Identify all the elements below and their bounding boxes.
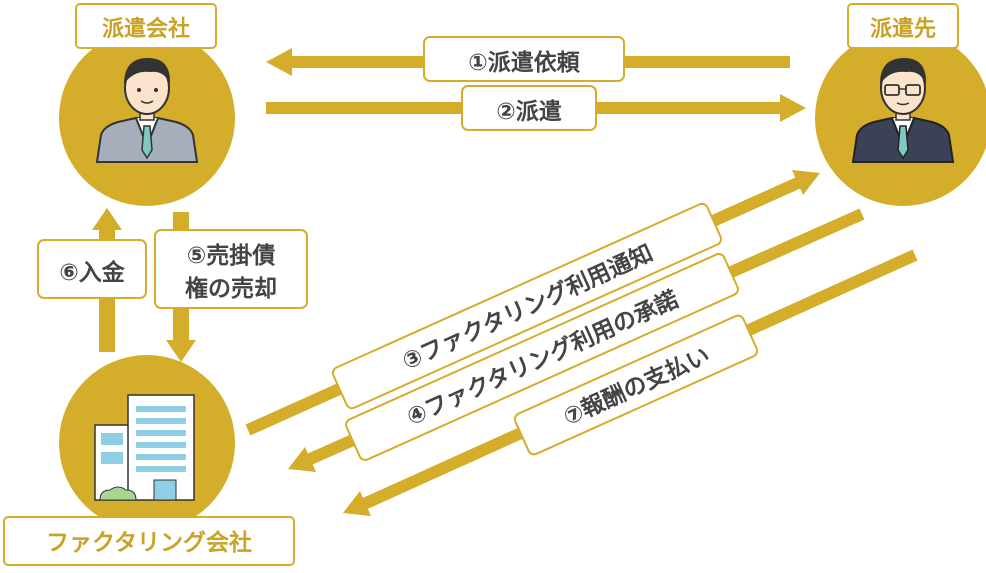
flow-5-receivable-sale: ⑤売掛債 権の売却 xyxy=(154,212,308,362)
flow-1-arrowhead xyxy=(266,48,292,76)
svg-text:派遣先: 派遣先 xyxy=(870,17,936,42)
factoring-company-label: ファクタリング会社 xyxy=(3,516,295,566)
flow-2-arrowhead xyxy=(780,94,806,122)
flow-7-arrowhead xyxy=(343,491,371,516)
flow-4-arrowhead xyxy=(288,447,316,472)
node-client xyxy=(815,30,986,206)
businessman-glasses-icon xyxy=(851,58,955,163)
node-factoring-company xyxy=(59,355,235,531)
flow-2-dispatch: ②派遣 xyxy=(266,85,806,131)
flow-6-label: ⑥入金 xyxy=(59,259,125,286)
client-label: 派遣先 xyxy=(847,3,959,49)
flow-1-dispatch-request: ①派遣依頼 xyxy=(266,36,790,82)
flow-5-label-line2: 権の売却 xyxy=(185,275,277,302)
node-dispatch-company xyxy=(59,30,235,206)
office-building-icon xyxy=(94,394,195,501)
flow-3-arrowhead xyxy=(792,170,820,195)
flow-5-arrowhead xyxy=(166,340,196,362)
flow-6-arrowhead xyxy=(92,208,122,230)
svg-text:派遣会社: 派遣会社 xyxy=(102,16,190,42)
flow-2-label: ②派遣 xyxy=(496,99,561,125)
dispatch-company-label: 派遣会社 xyxy=(75,3,217,49)
flow-3-factoring-notice: ③ファクタリング利用通知 xyxy=(245,170,820,436)
flow-1-label: ①派遣依頼 xyxy=(468,49,580,76)
flow-6-payment: ⑥入金 xyxy=(37,208,147,352)
businessman-icon xyxy=(95,58,199,163)
flow-5-label-line1: ⑤売掛債 xyxy=(187,243,275,269)
svg-text:ファクタリング会社: ファクタリング会社 xyxy=(46,529,252,556)
